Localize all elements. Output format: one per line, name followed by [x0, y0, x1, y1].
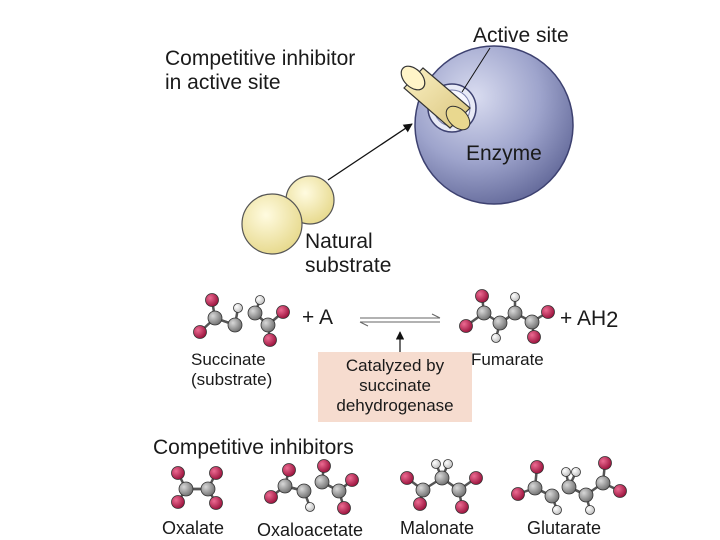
- carbon-atom: [260, 317, 276, 333]
- hydrogen-atom: [305, 502, 315, 512]
- succinate-label-line2: (substrate): [191, 370, 273, 389]
- active-site-label: Active site: [473, 24, 569, 47]
- oxygen-atom: [337, 501, 351, 515]
- molecule-malonate: [400, 459, 483, 514]
- carbon-atom: [544, 488, 560, 504]
- oxygen-atom: [598, 456, 612, 470]
- oxygen-atom: [171, 495, 185, 509]
- catalyst-line: dehydrogenase: [336, 396, 454, 415]
- fumarate-label: Fumarate: [471, 350, 544, 369]
- hydrogen-atom: [443, 459, 453, 469]
- carbon-atom: [277, 478, 293, 494]
- hydrogen-atom: [255, 295, 265, 305]
- oxygen-atom: [527, 330, 541, 344]
- carbon-atom: [492, 315, 508, 331]
- molecule-fumarate: [459, 289, 555, 344]
- binding-arrow: [327, 123, 413, 181]
- oxygen-atom: [263, 333, 277, 347]
- catalyst-box: Catalyzed by succinate dehydrogenase: [318, 352, 472, 422]
- carbon-atom: [227, 317, 243, 333]
- oxygen-atom: [469, 471, 483, 485]
- oxygen-atom: [193, 325, 207, 339]
- carbon-atom: [314, 474, 330, 490]
- catalyst-line: Catalyzed by: [345, 356, 445, 375]
- inhibitor-name-glutarate: Glutarate: [527, 518, 602, 538]
- carbon-atom: [507, 305, 523, 321]
- molecule-oxalate: [171, 466, 223, 510]
- carbon-atom: [331, 483, 347, 499]
- carbon-atom: [296, 483, 312, 499]
- hydrogen-atom: [233, 303, 243, 313]
- oxygen-atom: [459, 319, 473, 333]
- hydrogen-atom: [585, 505, 595, 515]
- substrate-label-line2: substrate: [305, 254, 392, 277]
- enzyme-label: Enzyme: [466, 142, 542, 165]
- inhibitor-label-line1: Competitive inhibitor: [165, 47, 356, 70]
- oxygen-atom: [276, 305, 290, 319]
- oxygen-atom: [209, 496, 223, 510]
- natural-substrate-icon: [241, 175, 335, 255]
- oxygen-atom: [205, 293, 219, 307]
- molecule-oxaloacetate: [264, 459, 359, 515]
- inhibitor-name-oxaloacetate: Oxaloacetate: [257, 520, 364, 540]
- inhibitors-heading: Competitive inhibitors: [153, 436, 354, 459]
- carbon-atom: [247, 305, 263, 321]
- molecule-succinate: [193, 293, 290, 347]
- reactant-extra: + A: [302, 306, 333, 329]
- carbon-atom: [178, 481, 194, 497]
- oxygen-atom: [282, 463, 296, 477]
- carbon-atom: [578, 487, 594, 503]
- hydrogen-atom: [431, 459, 441, 469]
- hydrogen-atom: [552, 505, 562, 515]
- oxygen-atom: [209, 466, 223, 480]
- oxygen-atom: [511, 487, 525, 501]
- inhibitor-label: Competitive inhibitor in active site: [165, 48, 355, 93]
- inhibitor-plug-icon: [400, 65, 471, 131]
- oxygen-atom: [264, 490, 278, 504]
- carbon-atom: [200, 481, 216, 497]
- hydrogen-atom: [571, 467, 581, 477]
- catalyst-line: succinate: [359, 376, 431, 395]
- hydrogen-atom: [510, 292, 520, 302]
- substrate-label-line1: Natural: [305, 230, 373, 253]
- oxygen-atom: [455, 500, 469, 514]
- inhibitor-name-oxalate: Oxalate: [162, 518, 225, 538]
- carbon-atom: [527, 480, 543, 496]
- oxygen-atom: [413, 497, 427, 511]
- equilibrium-arrows: [359, 313, 441, 327]
- product-extra-text: + AH: [560, 307, 607, 330]
- oxygen-atom: [541, 305, 555, 319]
- carbon-atom: [434, 470, 450, 486]
- product-extra-sub: 2: [606, 307, 619, 332]
- oxygen-atom: [171, 466, 185, 480]
- oxygen-atom: [613, 484, 627, 498]
- oxygen-atom: [475, 289, 489, 303]
- molecule-models: [171, 289, 627, 515]
- molecule-glutarate: [511, 456, 627, 515]
- carbon-atom: [207, 310, 223, 326]
- hydrogen-atom: [491, 333, 501, 343]
- carbon-atom: [476, 305, 492, 321]
- succinate-label: Succinate (substrate): [191, 351, 272, 388]
- product-extra: + AH2: [560, 307, 619, 332]
- oxygen-atom: [530, 460, 544, 474]
- carbon-atom: [524, 314, 540, 330]
- inhibitor-name-malonate: Malonate: [400, 518, 475, 538]
- carbon-atom: [595, 475, 611, 491]
- carbon-atom: [415, 482, 431, 498]
- succinate-label-line1: Succinate: [191, 350, 266, 369]
- carbon-atom: [451, 482, 467, 498]
- inhibitor-label-line2: in active site: [165, 71, 281, 94]
- substrate-label: Natural substrate: [305, 231, 391, 276]
- carbon-atom: [561, 479, 577, 495]
- oxygen-atom: [400, 471, 414, 485]
- oxygen-atom: [317, 459, 331, 473]
- hydrogen-atom: [561, 467, 571, 477]
- oxygen-atom: [345, 473, 359, 487]
